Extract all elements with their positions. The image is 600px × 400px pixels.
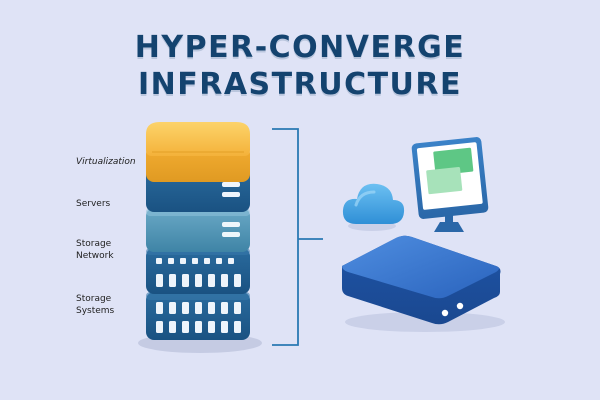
monitor-icon <box>411 137 489 232</box>
storage-network-block <box>146 248 250 294</box>
title-line-1: HYPER-CONVERGE <box>134 30 466 65</box>
storage-systems-block <box>146 292 250 340</box>
teal-server-block <box>146 208 250 252</box>
bracket <box>272 128 323 346</box>
cloud-icon <box>342 183 405 231</box>
label-virtualization: Virtualization <box>76 157 136 167</box>
label-storage-network-line1: Storage <box>76 239 112 249</box>
label-storage-systems: Storage Systems <box>76 293 114 317</box>
label-storage-network: Storage Network <box>76 238 114 262</box>
virtualization-block <box>146 122 250 182</box>
label-storage-systems-line1: Storage <box>76 294 112 304</box>
label-storage-network-line2: Network <box>76 251 114 261</box>
server-device-icon <box>342 235 505 332</box>
label-storage-systems-line2: Systems <box>76 306 115 316</box>
label-servers: Servers <box>76 199 111 209</box>
title-line-2: INFRASTRUCTURE <box>137 67 463 102</box>
